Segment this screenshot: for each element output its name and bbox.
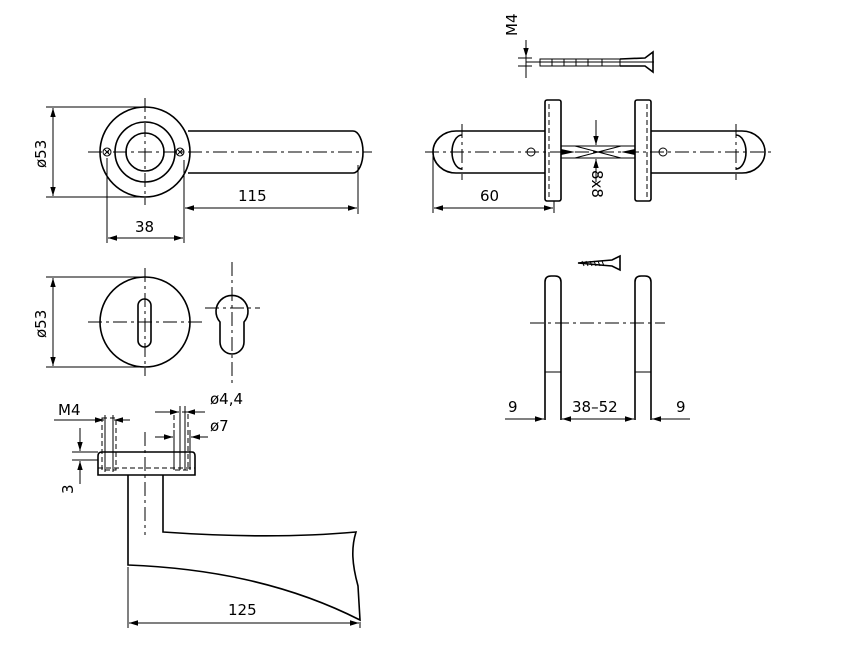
front-view-lever: ø53 115 38 xyxy=(32,98,372,243)
dim-hole-small: ø4,4 xyxy=(210,390,243,408)
door-section-view: 9 38–52 9 xyxy=(505,254,690,422)
dim-spindle-size: 8x8 xyxy=(588,170,606,198)
dim-screw-thread-top: M4 xyxy=(503,14,521,37)
side-profile-handle: M4 ø4,4 ø7 3 125 xyxy=(54,390,361,628)
dim-thread-side: M4 xyxy=(58,401,81,419)
dim-rose-width-right: 9 xyxy=(676,398,686,416)
dim-rose-thickness: 3 xyxy=(59,484,77,494)
top-view-assembly: M4 8x8 60 xyxy=(425,14,773,213)
dim-door-thickness: 38–52 xyxy=(572,398,618,416)
dim-rose-width-left: 9 xyxy=(508,398,518,416)
dim-lever-length: 115 xyxy=(238,187,267,205)
dim-handle-length: 125 xyxy=(228,601,257,619)
dim-hole-large: ø7 xyxy=(210,417,229,435)
dim-rose-diameter-top: ø53 xyxy=(32,140,50,168)
escutcheon-view: ø53 xyxy=(32,262,260,385)
dim-escutcheon-diameter: ø53 xyxy=(32,310,50,338)
dim-rose-to-lever-end: 60 xyxy=(480,187,499,205)
dim-rose-offset: 38 xyxy=(135,218,154,236)
